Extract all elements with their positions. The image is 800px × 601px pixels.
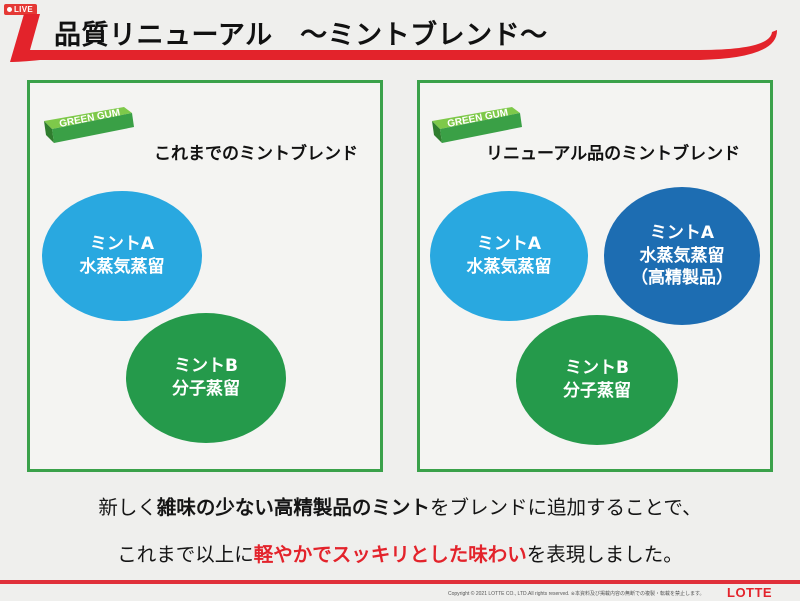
title-swoosh-decoration: [10, 14, 778, 62]
mint-a-steam-circle: ミントA 水蒸気蒸留: [42, 191, 202, 321]
summary-1-part3: をブレンドに追加することで、: [429, 496, 702, 519]
current-blend-heading: これまでのミントブレンド: [154, 144, 358, 164]
renewal-blend-heading: リニューアル品のミントブレンド: [486, 144, 741, 164]
footer-rule: [0, 580, 800, 584]
circle-line2: 分子蒸留: [172, 379, 240, 399]
summary-2-highlight: 軽やかでスッキリとした味わい: [253, 543, 527, 566]
circle-line2: 水蒸気蒸留: [466, 257, 552, 277]
circle-line1: ミントA: [476, 234, 542, 255]
slide-title: 品質リニューアル ～ミントブレンド～: [54, 20, 548, 51]
green-gum-pack-icon: GREEN GUM: [432, 107, 522, 143]
circle-line1: ミントA: [89, 234, 155, 255]
current-blend-panel: GREEN GUM これまでのミントブレンド ミントA 水蒸気蒸留 ミントB 分…: [27, 80, 383, 472]
circle-line1: ミントB: [174, 356, 238, 377]
live-badge: LIVE: [4, 4, 37, 15]
summary-line-1: 新しく雑味の少ない高精製品のミントをブレンドに追加することで、: [0, 491, 800, 520]
circle-line2: 分子蒸留: [563, 381, 631, 401]
circle-line2: 水蒸気蒸留: [79, 257, 165, 277]
summary-1-part1: 新しく: [98, 496, 157, 519]
summary-1-part2: 雑味の少ない高精製品のミント: [156, 496, 430, 519]
live-dot-icon: [7, 7, 12, 12]
circle-line2: 水蒸気蒸留: [639, 245, 725, 266]
live-badge-label: LIVE: [14, 5, 33, 14]
mint-a-steam-circle: ミントA 水蒸気蒸留: [430, 191, 588, 321]
summary-2-part1: これまで以上に: [117, 543, 254, 566]
summary-2-part3: を表現しました。: [526, 543, 683, 566]
renewal-blend-panel: GREEN GUM リニューアル品のミントブレンド ミントA 水蒸気蒸留 ミント…: [417, 80, 773, 472]
copyright-notice: Copyright © 2021 LOTTE CO., LTD.All righ…: [448, 591, 705, 597]
circle-line1: ミントA: [649, 222, 715, 243]
mint-a-high-purity-circle: ミントA 水蒸気蒸留 （高精製品）: [604, 187, 760, 325]
circle-line3: （高精製品）: [631, 268, 733, 289]
lotte-logo: LOTTE: [727, 585, 773, 600]
summary-line-2: これまで以上に軽やかでスッキリとした味わいを表現しました。: [0, 538, 800, 567]
mint-b-molecular-circle: ミントB 分子蒸留: [516, 315, 678, 445]
green-gum-pack-icon: GREEN GUM: [44, 107, 134, 143]
mint-b-molecular-circle: ミントB 分子蒸留: [126, 313, 286, 443]
circle-line1: ミントB: [565, 358, 629, 379]
